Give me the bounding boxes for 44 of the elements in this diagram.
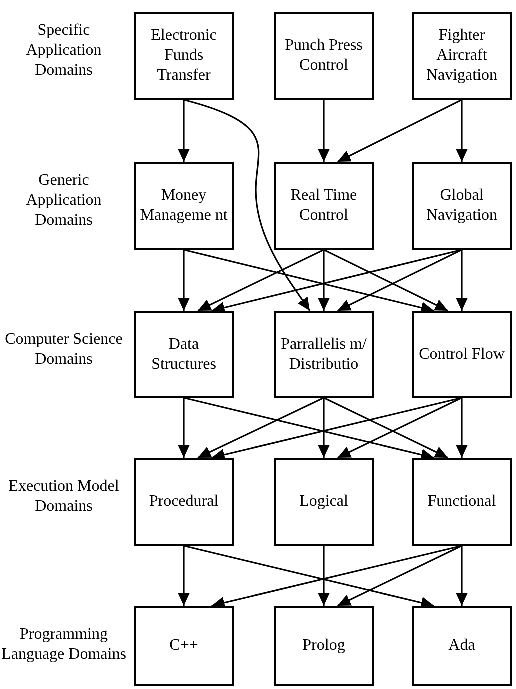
domain-box: Punch Press Control bbox=[274, 12, 374, 100]
arrow bbox=[178, 250, 190, 311]
arrow bbox=[198, 249, 324, 312]
domain-box: Parrallelis m/ Distributio bbox=[274, 311, 374, 398]
arrow bbox=[318, 250, 330, 311]
arrow bbox=[318, 100, 330, 162]
domain-box: Ada bbox=[412, 606, 512, 686]
row-label: Generic Application Domains bbox=[25, 171, 103, 231]
arrow bbox=[337, 249, 462, 312]
arrow bbox=[456, 398, 468, 458]
domain-box: Money Manageme nt bbox=[134, 162, 234, 250]
arrow bbox=[324, 397, 449, 459]
arrow bbox=[456, 100, 468, 162]
domain-box: Prolog bbox=[274, 606, 374, 686]
arrow bbox=[324, 249, 449, 312]
arrow bbox=[184, 249, 434, 314]
arrow bbox=[337, 545, 462, 607]
arrow bbox=[178, 100, 190, 162]
arrow bbox=[178, 398, 190, 458]
row-label: Specific Application Domains bbox=[25, 21, 103, 81]
arrow bbox=[184, 545, 434, 609]
domain-box: C++ bbox=[134, 606, 234, 686]
domain-box: Real Time Control bbox=[274, 162, 374, 250]
domain-box: Electronic Funds Transfer bbox=[134, 12, 234, 100]
arrow bbox=[198, 397, 324, 459]
domain-box: Functional bbox=[412, 458, 512, 546]
arrow bbox=[184, 99, 311, 312]
row-label: Computer Science Domains bbox=[4, 330, 124, 370]
arrow bbox=[456, 546, 468, 606]
arrow bbox=[456, 250, 468, 311]
domain-box: Fighter Aircraft Navigation bbox=[412, 12, 512, 100]
arrow bbox=[337, 397, 462, 459]
domain-box: Data Structures bbox=[134, 311, 234, 398]
row-label: Execution Model Domains bbox=[8, 477, 120, 517]
domain-box: Logical bbox=[274, 458, 374, 546]
arrow bbox=[178, 546, 190, 606]
arrow bbox=[184, 397, 434, 461]
arrow bbox=[337, 99, 462, 163]
row-label: Programming Language Domains bbox=[0, 625, 128, 665]
domain-box: Global Navigation bbox=[412, 162, 512, 250]
arrow bbox=[318, 546, 330, 606]
domain-box: Control Flow bbox=[412, 311, 512, 398]
arrow bbox=[318, 398, 330, 458]
domain-box: Procedural bbox=[134, 458, 234, 546]
